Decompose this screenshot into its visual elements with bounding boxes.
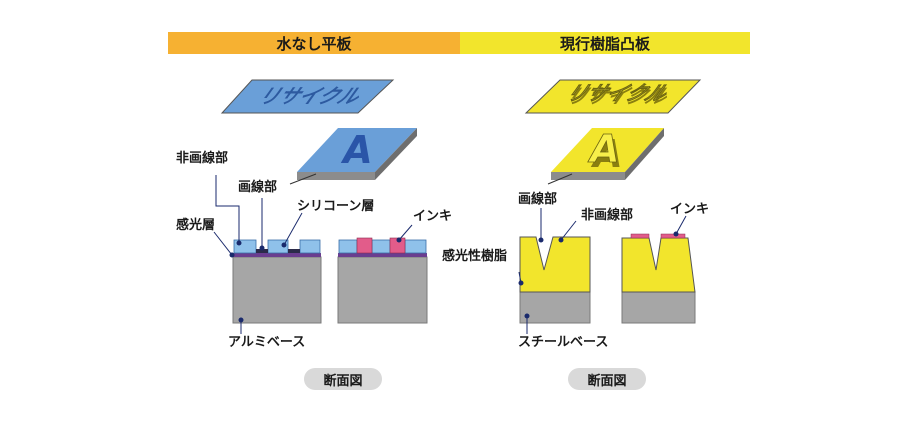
leader-line-resin-plate — [547, 173, 573, 185]
resin-word-plate: リサイクル リサイクル — [524, 79, 702, 114]
label-non-image-area-right: 非画線部 — [581, 208, 634, 223]
leader-non-image-left — [215, 175, 242, 246]
waterless-word-text: リサイクル — [254, 84, 365, 108]
leader-photosensitive-resin — [518, 271, 524, 286]
header-waterless-plate: 水なし平板 — [168, 32, 460, 54]
label-cross-section-left: 断面図 — [304, 368, 382, 390]
label-image-area-left: 画線部 — [238, 180, 278, 195]
label-steel-base: スチールベース — [518, 335, 609, 350]
label-non-image-area-left: 非画線部 — [176, 151, 229, 166]
resin-word-text: リサイクル — [562, 81, 673, 105]
waterless-word-plate: リサイクル — [220, 79, 395, 114]
label-photosensitive-resin: 感光性樹脂 — [442, 249, 508, 264]
resin-word-shadow: リサイクル — [562, 84, 673, 108]
label-silicone-layer: シリコーン層 — [297, 199, 375, 214]
leader-ink-right — [673, 215, 687, 237]
waterless-letter-text: A — [340, 128, 372, 172]
waterless-section-1 — [232, 239, 322, 324]
leader-ink-left — [396, 224, 413, 243]
label-aluminum-base: アルミベース — [228, 335, 306, 350]
label-photosensitive-layer: 感光層 — [176, 218, 216, 233]
resin-section-2 — [621, 233, 696, 324]
leader-non-image-right — [558, 220, 577, 243]
label-cross-section-right: 断面図 — [568, 368, 646, 390]
resin-section-1 — [519, 236, 591, 324]
leader-silicone — [281, 212, 303, 248]
leader-line-plate — [289, 173, 317, 185]
resin-letter-plate: A A — [551, 127, 664, 180]
label-ink-right: インキ — [670, 202, 710, 217]
leader-photosensitive-layer — [213, 231, 235, 258]
waterless-section-2 — [337, 237, 428, 324]
resin-letter-shadow: A — [590, 132, 622, 176]
header-resin-relief-plate: 現行樹脂凸板 — [460, 32, 750, 54]
label-ink-left: インキ — [413, 209, 453, 224]
waterless-letter-plate: A — [297, 128, 417, 180]
label-image-area-right: 画線部 — [518, 192, 558, 207]
resin-letter-text: A — [587, 127, 619, 171]
